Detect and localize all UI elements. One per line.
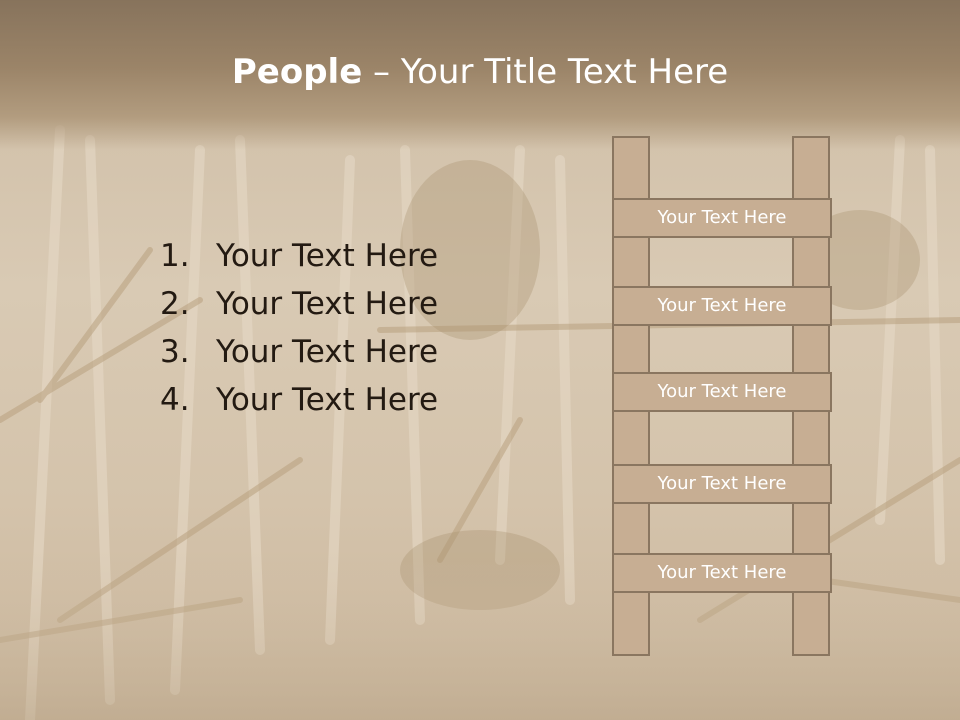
list-number: 4. xyxy=(160,382,190,418)
list-text: Your Text Here xyxy=(216,238,439,274)
slide-title[interactable]: People – Your Title Text Here xyxy=(0,52,960,92)
list-text: Your Text Here xyxy=(216,334,439,370)
title-bold-part: People xyxy=(231,52,363,92)
ladder-rung-1[interactable]: Your Text Here xyxy=(612,198,832,238)
list-text: Your Text Here xyxy=(216,286,439,322)
list-item: 3. Your Text Here xyxy=(160,328,438,376)
list-number: 2. xyxy=(160,286,190,322)
list-number: 1. xyxy=(160,238,190,274)
list-text: Your Text Here xyxy=(216,382,439,418)
title-rest-part: – Your Title Text Here xyxy=(362,52,729,92)
list-number: 3. xyxy=(160,334,190,370)
list-item: 2. Your Text Here xyxy=(160,280,438,328)
list-item: 1. Your Text Here xyxy=(160,232,438,280)
numbered-list[interactable]: 1. Your Text Here 2. Your Text Here 3. Your… xyxy=(160,232,438,424)
title-band xyxy=(0,0,960,150)
ladder-rung-2[interactable]: Your Text Here xyxy=(612,286,832,326)
ladder-rung-4[interactable]: Your Text Here xyxy=(612,464,832,504)
list-item: 4. Your Text Here xyxy=(160,376,438,424)
ladder-rung-3[interactable]: Your Text Here xyxy=(612,372,832,412)
ladder-rung-5[interactable]: Your Text Here xyxy=(612,553,832,593)
